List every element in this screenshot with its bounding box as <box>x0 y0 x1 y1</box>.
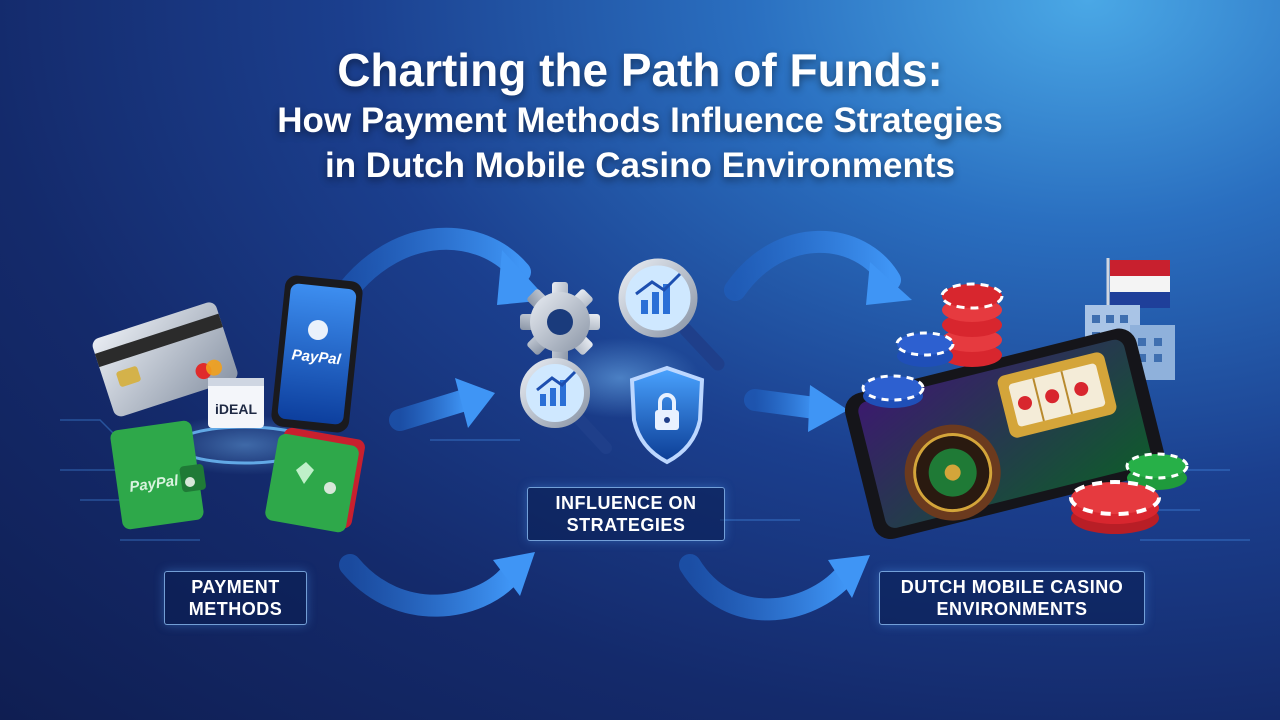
phone-paypal-text: PayPal <box>291 346 343 368</box>
wallet-paypal-text: PayPal <box>128 472 180 496</box>
magnifier-analysis-icon <box>520 358 612 454</box>
node-dutch-mobile-casino: DUTCH MOBILE CASINO ENVIRONMENTS <box>879 571 1145 625</box>
title-line-2: How Payment Methods Influence Strategies <box>277 101 1003 140</box>
flow-arrow-top-left <box>337 227 548 305</box>
strategy-cluster <box>520 258 725 465</box>
title-line-1: Charting the Path of Funds: <box>337 44 943 96</box>
casino-cluster <box>844 258 1189 540</box>
node-dutch-line-1: DUTCH MOBILE CASINO <box>900 577 1124 597</box>
node-influence-line-2: STRATEGIES <box>566 515 686 535</box>
page-title: Charting the Path of Funds: How Payment … <box>0 42 1280 188</box>
payment-cluster: PayPal iDEAL PayPal <box>92 275 365 533</box>
flow-arrow-top-right <box>724 230 912 305</box>
circuit-lines <box>60 419 1250 541</box>
ideal-icon: iDEAL <box>208 378 264 428</box>
chip-stack-blue <box>895 331 955 367</box>
ideal-text: iDEAL <box>215 401 257 417</box>
shield-lock-icon <box>629 365 705 465</box>
wallet-right-icon <box>265 427 365 533</box>
gear-icon <box>520 282 600 362</box>
paypal-wallet-icon: PayPal <box>110 420 206 530</box>
chip-stack-green <box>1125 452 1189 490</box>
node-dutch-line-2: ENVIRONMENTS <box>936 599 1088 619</box>
node-payment-line-1: PAYMENT <box>191 577 280 597</box>
flow-arrow-middle-left <box>389 378 495 431</box>
node-payment-methods: PAYMENT METHODS <box>164 571 307 625</box>
chip-stack-red <box>940 282 1004 367</box>
node-payment-line-2: METHODS <box>188 599 283 619</box>
chip-blue-single <box>861 374 925 408</box>
node-influence-on-strategies: INFLUENCE ON STRATEGIES <box>527 487 725 541</box>
flow-arrow-middle-right <box>744 385 848 432</box>
phone-paypal-icon: PayPal <box>271 275 363 433</box>
node-influence-line-1: INFLUENCE ON <box>555 493 697 513</box>
flow-arrow-bottom-right <box>679 554 870 621</box>
flow-arrow-bottom-left <box>339 552 535 617</box>
title-line-3: in Dutch Mobile Casino Environments <box>324 146 956 185</box>
magnifier-chart-icon <box>618 258 725 371</box>
chip-stack-red-front <box>1069 480 1161 534</box>
credit-card-icon <box>92 302 238 417</box>
